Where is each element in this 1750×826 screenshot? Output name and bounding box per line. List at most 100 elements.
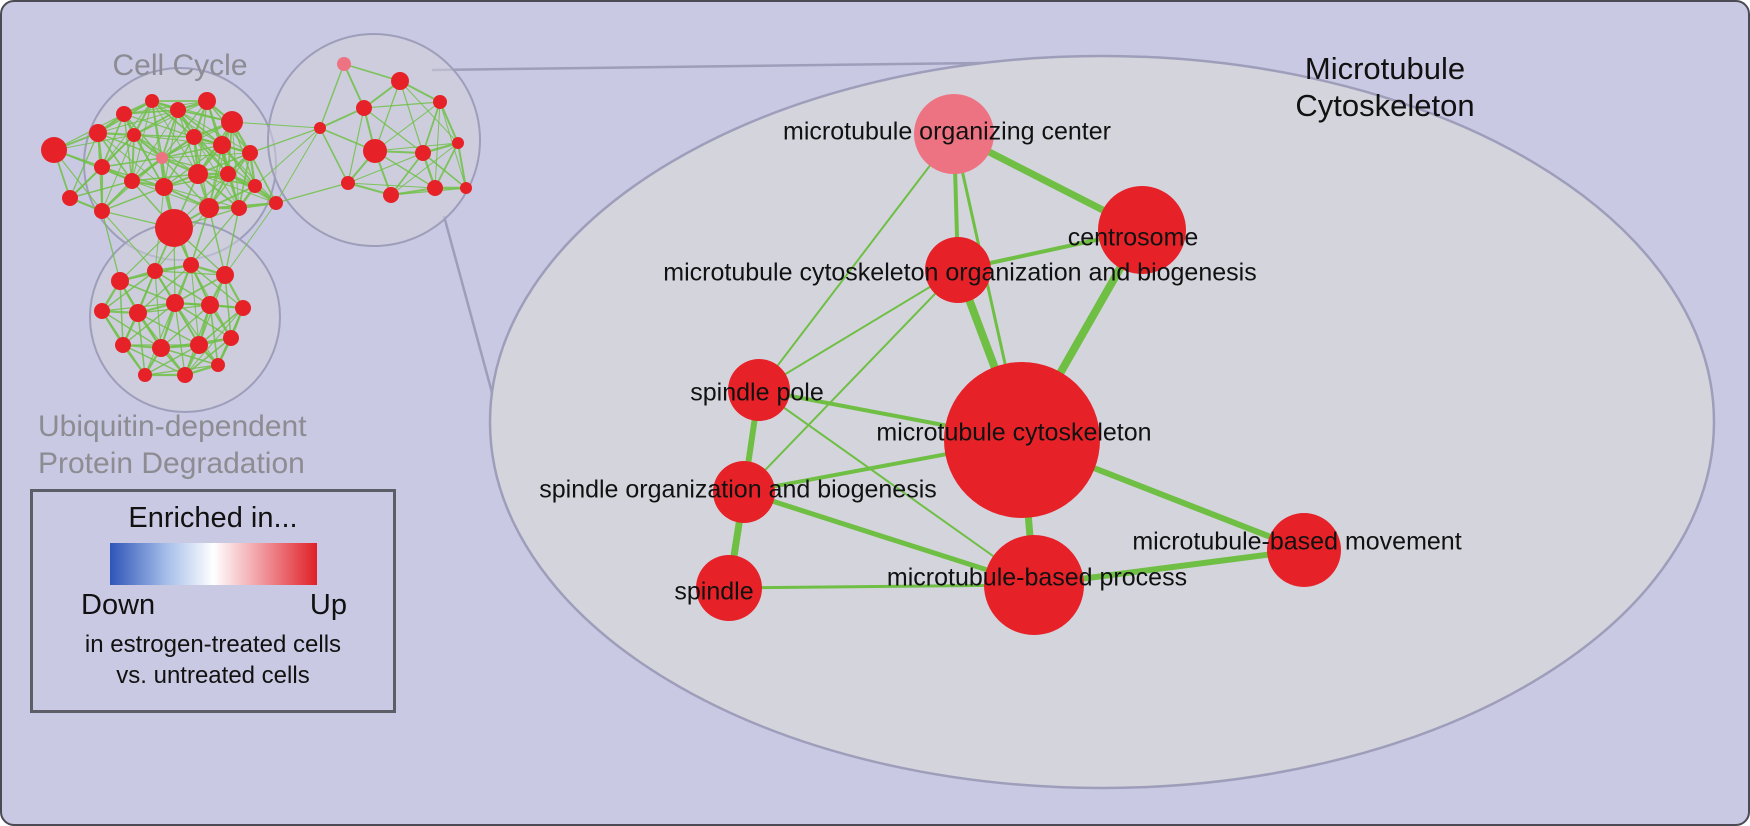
node-moc	[914, 94, 994, 174]
overview-edge	[161, 109, 179, 159]
overview-node	[190, 336, 208, 354]
overview-edge	[133, 100, 208, 136]
overview-node	[138, 368, 152, 382]
node-label-spindle: spindle	[674, 578, 753, 606]
overview-edge	[131, 109, 179, 182]
node-spindle	[696, 555, 762, 621]
overview-node	[170, 102, 186, 118]
legend-note-line1: in estrogen-treated cells	[84, 631, 342, 658]
node-label-mc: microtubule cytoskeleton	[876, 419, 1151, 447]
overview-edge	[123, 113, 133, 182]
overview-edge	[163, 109, 179, 188]
overview-edge	[374, 142, 459, 152]
overview-edge	[319, 127, 349, 184]
overview-node	[363, 139, 387, 163]
overview-node	[220, 166, 236, 182]
overview-edge	[374, 101, 441, 152]
overview-edge	[347, 182, 436, 189]
legend-box: Enriched in... Down Up in estrogen-treat…	[30, 489, 396, 713]
overview-edge	[154, 270, 162, 349]
overview-node	[188, 164, 208, 184]
overview-edge	[69, 132, 99, 199]
overview-node	[433, 95, 447, 109]
legend-up-label: Up	[309, 589, 347, 621]
overview-node	[198, 92, 216, 110]
overview-node	[341, 176, 355, 190]
overview-node	[199, 198, 219, 218]
node-label-mcob: microtubule cytoskeleton organization an…	[663, 259, 1256, 287]
overview-node	[269, 196, 283, 210]
overview-edge	[101, 113, 125, 168]
overview-edge	[101, 157, 163, 168]
overview-edge	[133, 134, 195, 138]
overview-node	[115, 337, 131, 353]
overview-node	[216, 266, 234, 284]
zoom-connector-line	[431, 61, 983, 72]
overview-node	[235, 300, 251, 316]
overview-node	[248, 179, 262, 193]
overview-node	[127, 128, 141, 142]
overview-node	[337, 57, 351, 71]
overview-edge	[224, 207, 240, 276]
overview-edge	[198, 307, 244, 346]
overview-edge	[174, 274, 226, 304]
overview-edge	[221, 144, 277, 204]
overview-node	[242, 145, 258, 161]
overview-edge	[249, 127, 321, 154]
overview-edge	[209, 304, 219, 366]
overview-node	[231, 200, 247, 216]
overview-edge	[208, 207, 226, 276]
node-sob	[713, 461, 775, 523]
detail-edge-mcob-sob	[743, 269, 959, 493]
overview-edge	[97, 132, 133, 182]
legend-note-line2: vs. untreated cells	[116, 662, 310, 689]
overview-edge	[457, 142, 467, 189]
overview-edge	[174, 302, 186, 376]
overview-edge	[101, 134, 135, 212]
overview-edge	[254, 127, 321, 187]
overview-node	[452, 137, 464, 149]
overview-node	[460, 182, 472, 194]
overview-edge	[144, 302, 176, 376]
overview-node	[129, 304, 147, 322]
node-mcob	[925, 237, 991, 303]
node-mbp	[984, 535, 1084, 635]
overview-node	[41, 137, 67, 163]
overview-edge	[151, 100, 195, 138]
detail-edge-moc-spindle_pole	[758, 133, 955, 391]
overview-node	[211, 358, 225, 372]
overview-node	[111, 272, 129, 290]
node-label-moc: microtubule organizing center	[783, 118, 1111, 146]
overview-node	[383, 187, 399, 203]
node-centrosome	[1098, 186, 1186, 274]
overview-edge	[343, 63, 401, 82]
overview-edge	[101, 210, 121, 282]
overview-edge	[439, 101, 459, 144]
overview-node	[201, 296, 219, 314]
overview-node	[356, 100, 372, 116]
detail-edge-mcob-spindle_pole	[758, 269, 959, 391]
detail-edge-sob-mbp	[743, 489, 1035, 588]
cluster-label-ubiquitin: Ubiquitin-dependent Protein Degradation	[38, 408, 307, 482]
zoom-ellipse	[488, 54, 1716, 790]
overview-edge	[275, 182, 349, 204]
overview-edge	[422, 101, 441, 154]
overview-node	[314, 122, 326, 134]
overview-node	[415, 145, 431, 161]
node-mc	[944, 362, 1100, 518]
overview-node	[152, 339, 170, 357]
overview-edge	[131, 180, 210, 209]
overview-node	[147, 263, 163, 279]
overview-node	[391, 72, 409, 90]
legend-down-label: Down	[81, 589, 156, 621]
overview-node	[156, 152, 168, 164]
detail-cluster-title-line1: Microtubule	[1304, 51, 1466, 86]
overview-edge	[275, 127, 321, 204]
overview-edge	[193, 136, 229, 175]
node-label-mbm: microtubule-based movement	[1132, 528, 1461, 556]
overview-edge	[390, 152, 424, 196]
overview-edge	[161, 100, 208, 159]
overview-node	[145, 94, 159, 108]
node-mbm	[1267, 513, 1341, 587]
